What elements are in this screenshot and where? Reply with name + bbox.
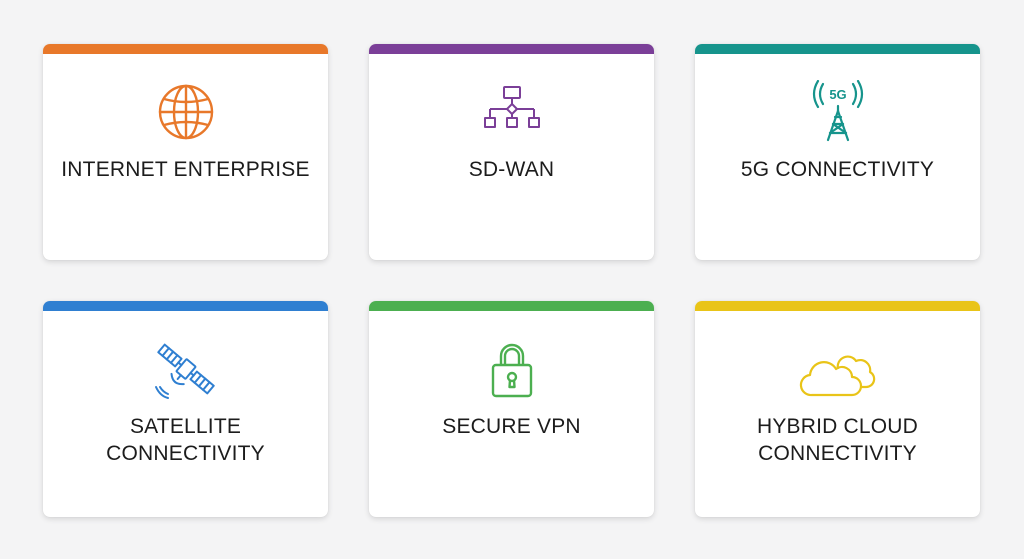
padlock-icon bbox=[480, 337, 544, 401]
card-accent-bar bbox=[369, 301, 654, 311]
card-accent-bar bbox=[43, 301, 328, 311]
card-accent-bar bbox=[695, 301, 980, 311]
card-accent-bar bbox=[369, 44, 654, 54]
card-title: INTERNET ENTERPRISE bbox=[61, 158, 310, 181]
card-satellite-connectivity[interactable]: SATELLITE CONNECTIVITY bbox=[43, 301, 328, 517]
globe-icon bbox=[154, 80, 218, 144]
card-title: HYBRID CLOUD CONNECTIVITY bbox=[756, 415, 919, 465]
card-sd-wan[interactable]: SD-WAN bbox=[369, 44, 654, 260]
card-title: SD-WAN bbox=[468, 158, 555, 181]
5g-tower-icon: 5G bbox=[806, 80, 870, 144]
card-secure-vpn[interactable]: SECURE VPN bbox=[369, 301, 654, 517]
card-title: SECURE VPN bbox=[442, 415, 581, 438]
card-accent-bar bbox=[43, 44, 328, 54]
card-hybrid-cloud-connectivity[interactable]: HYBRID CLOUD CONNECTIVITY bbox=[695, 301, 980, 517]
cloud-icon bbox=[798, 337, 878, 401]
card-5g-connectivity[interactable]: 5G 5G CONNECTIVITY bbox=[695, 44, 980, 260]
svg-text:5G: 5G bbox=[829, 87, 846, 102]
satellite-icon bbox=[154, 337, 218, 401]
card-title: 5G CONNECTIVITY bbox=[740, 158, 935, 181]
card-internet-enterprise[interactable]: INTERNET ENTERPRISE bbox=[43, 44, 328, 260]
card-title: SATELLITE CONNECTIVITY bbox=[106, 415, 265, 465]
network-hierarchy-icon bbox=[480, 80, 544, 144]
service-cards-grid: INTERNET ENTERPRISE SD-WAN bbox=[43, 44, 981, 517]
card-accent-bar bbox=[695, 44, 980, 54]
